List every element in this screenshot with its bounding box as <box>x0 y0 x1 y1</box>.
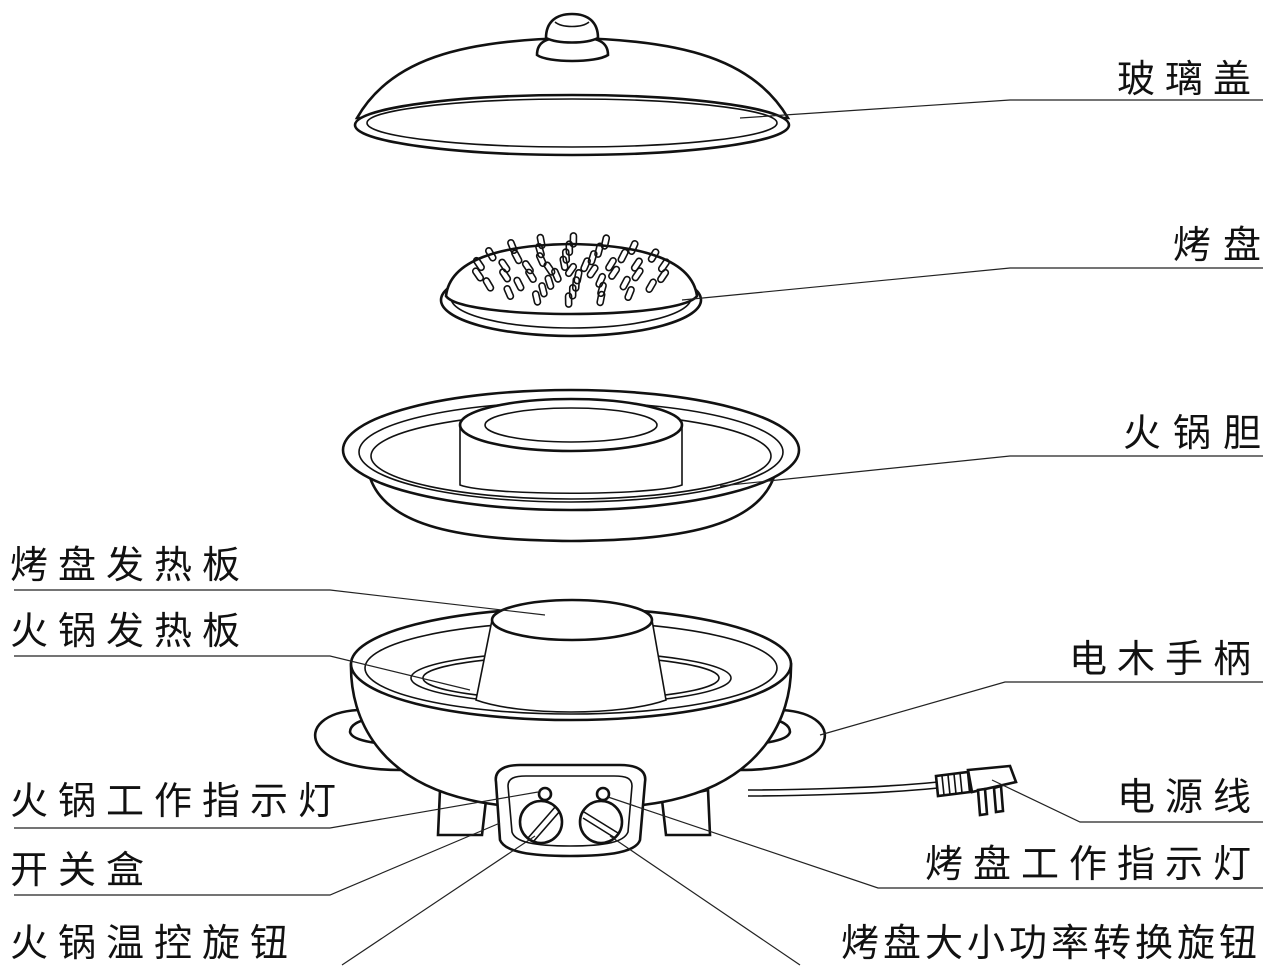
grill-slot <box>595 272 607 288</box>
grill-slot <box>544 274 555 290</box>
grill-slot <box>587 250 598 266</box>
grill-slot <box>580 257 591 273</box>
grill-slot <box>482 277 495 292</box>
grill-slot <box>605 257 617 272</box>
grill-slot <box>645 278 657 293</box>
grill-slot <box>600 234 611 250</box>
grill-slot <box>536 233 546 250</box>
grill-slot <box>535 252 547 268</box>
grill-slot <box>498 258 511 273</box>
glass-lid-label: 玻璃盖 <box>1116 57 1261 101</box>
grill-slot <box>657 268 670 284</box>
grill-slot <box>564 292 573 308</box>
leader-lines <box>14 99 1263 966</box>
grill-slot <box>597 281 607 298</box>
grill-plate-label: 烤 盘 <box>1172 223 1261 267</box>
grill-slot <box>525 268 537 283</box>
hotpot-temp-knob-label: 火锅温控旋钮 <box>10 921 299 965</box>
grill-slot <box>657 258 671 273</box>
grill-slot <box>513 276 525 292</box>
grill-slot <box>630 257 643 272</box>
hotpot-indicator-label: 火锅工作指示灯 <box>10 779 347 823</box>
grill-slot <box>538 282 548 298</box>
base-pot-drawing <box>313 598 1018 858</box>
grill-slot <box>586 264 599 279</box>
grill-plate-drawing <box>439 232 703 338</box>
switch-box-label: 开关盒 <box>10 848 155 892</box>
grill-slot <box>568 284 577 300</box>
hotpot-liner-label: 火 锅 胆 <box>1122 411 1261 455</box>
grill-slot <box>521 260 534 275</box>
grill-slot <box>627 240 639 255</box>
grill-slot <box>569 232 578 248</box>
grill-indicator-label: 烤盘工作指示灯 <box>924 842 1261 886</box>
hotpot-liner-drawing <box>341 388 801 543</box>
hotpot-heating-plate-label: 火锅发热板 <box>10 609 251 653</box>
grill-power-knob-label: 烤盘大小功率转换旋钮 <box>840 921 1261 965</box>
grill-slot <box>573 268 583 285</box>
bakelite-handle-label: 电木手柄 <box>1068 637 1261 681</box>
grill-slot <box>647 248 660 263</box>
grill-slot <box>499 268 512 283</box>
grill-slot <box>619 275 631 291</box>
grill-heating-plate-label: 烤盘发热板 <box>10 543 251 587</box>
grill-slot <box>631 267 644 282</box>
power-cord-label: 电源线 <box>1116 775 1261 819</box>
grill-slot <box>507 238 518 255</box>
grill-slot <box>617 248 629 264</box>
grill-slot <box>608 265 621 280</box>
grill-slot <box>594 242 604 258</box>
grill-slot <box>472 256 485 272</box>
grill-slot <box>596 290 606 307</box>
grill-slot <box>511 249 523 265</box>
grill-slot <box>531 290 542 306</box>
grill-slot <box>471 267 485 282</box>
grill-slot <box>503 285 515 300</box>
glass-lid-drawing <box>353 12 791 157</box>
grill-slot <box>485 247 497 262</box>
grill-slot <box>624 285 635 302</box>
grill-slot <box>565 240 574 256</box>
